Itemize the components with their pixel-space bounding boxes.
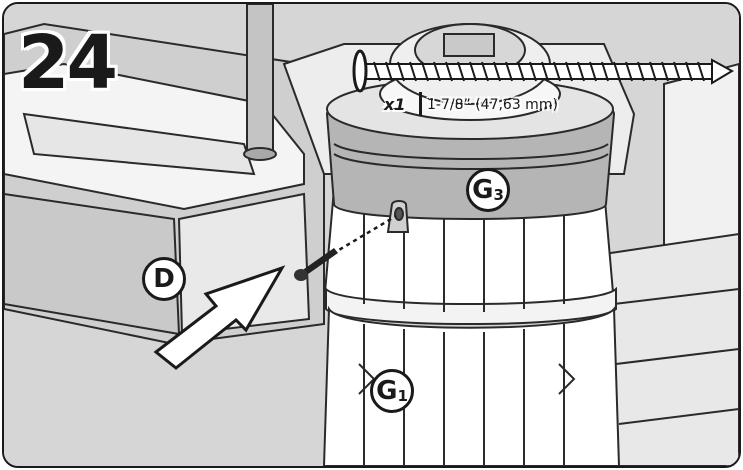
direction-arrow-icon [153, 265, 286, 370]
hardware-size: 1-7/8” (47,63 mm) [427, 97, 558, 113]
part-letter: G [472, 175, 494, 205]
part-subscript: 1 [397, 387, 408, 405]
barrel-g1 [322, 176, 621, 466]
quantity-separator [419, 92, 422, 116]
right-frame [602, 62, 739, 466]
screw-icon [352, 49, 735, 93]
hardware-quantity: x1 [384, 95, 406, 114]
step-number: 24 [18, 20, 118, 106]
screw-hole-tab [386, 200, 410, 233]
assembly-illustration [4, 4, 739, 466]
vertical-pole [243, 4, 277, 161]
part-letter: G [376, 376, 398, 406]
part-label-d: D [142, 257, 186, 301]
part-letter: D [153, 264, 175, 294]
screw-small-icon [294, 248, 338, 281]
part-subscript: 3 [493, 186, 504, 204]
